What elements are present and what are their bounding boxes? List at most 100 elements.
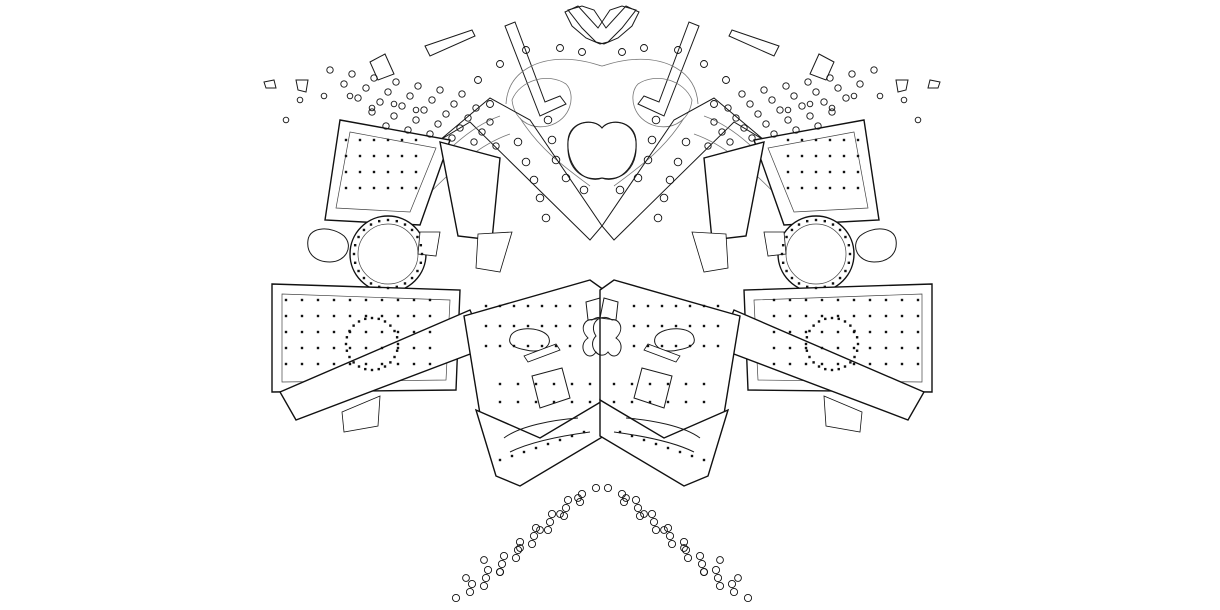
tree-icon xyxy=(496,568,504,576)
column-marker xyxy=(786,138,790,142)
column-marker xyxy=(800,186,804,190)
tree-icon xyxy=(412,116,420,124)
tree-icon xyxy=(820,98,828,106)
column-marker xyxy=(300,362,304,366)
column-marker xyxy=(772,298,776,302)
column-marker xyxy=(674,344,678,348)
column-marker xyxy=(386,286,390,290)
column-marker xyxy=(546,442,550,446)
column-marker xyxy=(702,400,706,404)
tree-icon xyxy=(470,138,478,146)
tree-icon xyxy=(559,511,569,521)
tree-icon xyxy=(467,579,477,589)
column-marker xyxy=(389,361,392,364)
tree-icon xyxy=(659,193,669,203)
tree-icon xyxy=(679,537,689,547)
upper-garden-loop xyxy=(511,77,572,128)
tree-icon xyxy=(536,526,544,534)
column-marker xyxy=(831,223,835,226)
column-marker xyxy=(630,434,634,438)
tree-icon xyxy=(561,173,571,183)
column-marker xyxy=(814,186,818,190)
column-marker xyxy=(786,186,790,190)
tree-icon xyxy=(828,104,836,112)
column-marker xyxy=(868,346,872,350)
column-marker xyxy=(357,269,360,273)
column-marker xyxy=(522,450,526,454)
tree-icon xyxy=(828,108,836,116)
column-marker xyxy=(828,138,832,142)
column-marker xyxy=(284,346,288,350)
column-marker xyxy=(396,314,400,318)
column-marker xyxy=(403,223,407,226)
column-marker xyxy=(806,219,809,223)
column-marker xyxy=(666,382,670,386)
tree-icon xyxy=(579,185,589,195)
tree-icon xyxy=(296,96,304,104)
tree-icon xyxy=(481,573,491,583)
column-marker xyxy=(678,450,682,454)
tree-icon xyxy=(362,84,370,92)
tree-icon xyxy=(633,503,643,513)
column-marker xyxy=(820,298,824,302)
tree-icon xyxy=(578,48,586,56)
column-marker xyxy=(837,317,840,321)
tree-icon xyxy=(426,130,434,138)
tree-icon xyxy=(414,82,422,90)
stair-hatch-mid xyxy=(417,231,441,257)
column-marker xyxy=(900,298,904,302)
column-marker xyxy=(814,170,818,174)
tree-icon xyxy=(681,545,691,555)
tree-icon xyxy=(486,100,494,108)
tree-icon xyxy=(450,100,458,108)
column-marker xyxy=(849,361,852,364)
column-marker xyxy=(642,438,646,442)
column-marker xyxy=(830,368,834,372)
column-marker xyxy=(916,346,920,350)
column-marker xyxy=(820,330,824,334)
column-marker xyxy=(716,324,720,328)
tree-icon xyxy=(768,96,776,104)
tree-icon xyxy=(718,128,726,136)
column-marker xyxy=(570,400,574,404)
column-marker xyxy=(284,362,288,366)
column-marker xyxy=(702,344,706,348)
column-marker xyxy=(788,346,792,350)
column-marker xyxy=(364,346,368,350)
tree-icon xyxy=(545,517,555,527)
tree-icon xyxy=(683,553,693,563)
column-marker xyxy=(772,346,776,350)
tree-icon xyxy=(665,175,675,185)
column-marker xyxy=(386,154,390,158)
column-marker xyxy=(804,314,808,318)
column-marker xyxy=(414,138,418,142)
bench-hatch-left xyxy=(523,343,561,363)
column-marker xyxy=(389,324,392,327)
column-marker xyxy=(868,298,872,302)
column-marker xyxy=(534,446,538,450)
column-marker xyxy=(386,170,390,174)
column-marker xyxy=(660,304,664,308)
column-marker xyxy=(568,324,572,328)
column-marker xyxy=(534,400,538,404)
column-marker xyxy=(395,285,398,289)
column-marker xyxy=(814,286,818,290)
column-marker xyxy=(828,170,832,174)
tree-icon xyxy=(456,124,464,132)
column-marker xyxy=(412,362,416,366)
tree-layer xyxy=(282,44,922,603)
top-center-pavilion xyxy=(564,5,637,45)
column-marker xyxy=(348,346,352,350)
column-grid-layer xyxy=(284,138,920,462)
tree-icon xyxy=(478,128,486,136)
column-marker xyxy=(900,330,904,334)
column-marker xyxy=(412,314,416,318)
tree-icon xyxy=(619,497,629,507)
tree-icon xyxy=(320,92,328,100)
column-marker xyxy=(688,304,692,308)
column-marker xyxy=(403,282,407,285)
column-marker xyxy=(498,324,502,328)
tree-icon xyxy=(633,173,643,183)
column-marker xyxy=(372,138,376,142)
column-marker xyxy=(498,458,502,462)
